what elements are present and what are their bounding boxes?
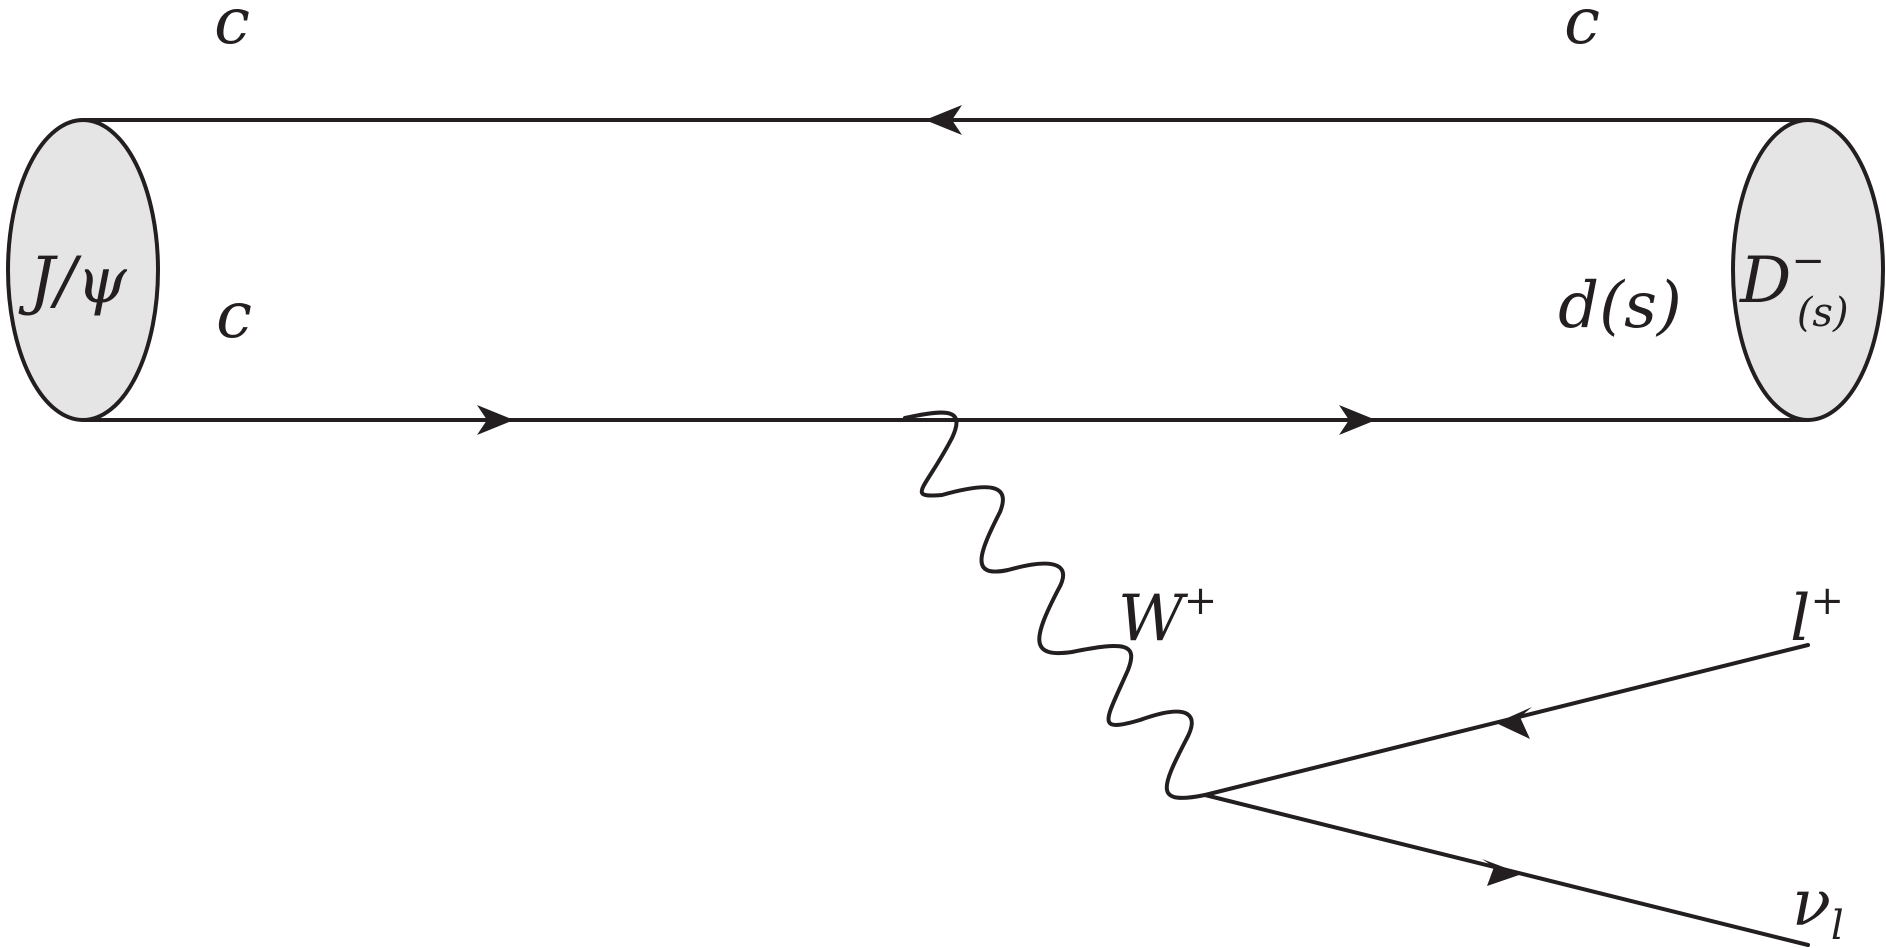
neutrino-label: νl [1792,867,1844,948]
light-quark-label: d(s) [1558,269,1682,343]
arrow-lepton [1496,707,1532,739]
arrow-top-left [925,105,962,135]
arrow-neutrino [1482,859,1522,886]
anticharm-label-right: c̄ [1564,0,1600,59]
lepton-label: l+ [1790,578,1844,656]
w-boson-label: W+ [1118,578,1217,656]
w-boson-propagator [903,410,1207,800]
right-meson-label: D−(s) [1739,238,1849,336]
arrow-bottom-right [1339,405,1376,435]
arrow-bottom-left [477,405,514,435]
anticharm-label-left: c̄ [214,0,250,59]
left-meson-label: J/ψ [18,244,127,318]
charm-quark-label: c [216,279,252,353]
